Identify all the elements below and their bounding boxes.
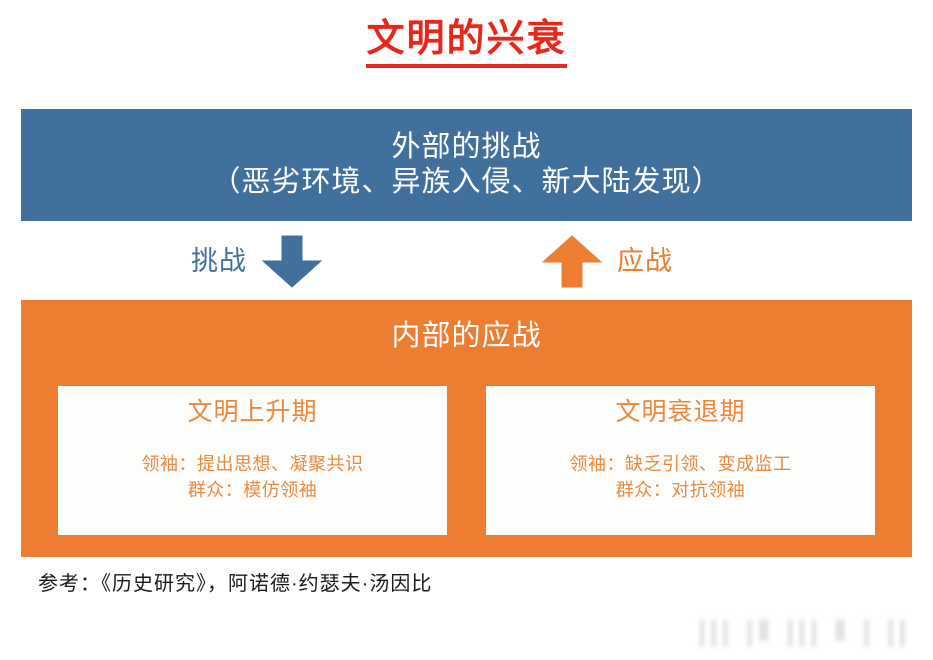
response-label: 应战: [617, 246, 673, 276]
challenge-label: 挑战: [191, 246, 247, 276]
phase-card-rise-leader-line: 领袖：提出思想、凝聚共识: [141, 453, 364, 474]
page-title-text: 文明的兴衰: [366, 20, 567, 68]
external-challenge-detail: （恶劣环境、异族入侵、新大陆发现）: [211, 166, 722, 198]
phase-card-decline-heading: 文明衰退期: [615, 398, 746, 426]
internal-response-panel: 内部的应战 文明上升期 领袖：提出思想、凝聚共识 群众：模仿领袖 文明衰退期 领…: [21, 300, 912, 557]
phase-card-rise: 文明上升期 领袖：提出思想、凝聚共识 群众：模仿领袖: [58, 386, 447, 535]
phase-card-row: 文明上升期 领袖：提出思想、凝聚共识 群众：模仿领袖 文明衰退期 领袖：缺乏引领…: [58, 386, 875, 535]
internal-response-title: 内部的应战: [391, 320, 542, 352]
response-flow-group: 应战: [541, 234, 673, 289]
phase-card-rise-heading: 文明上升期: [187, 398, 318, 426]
phase-card-decline-masses-line: 群众：对抗领袖: [615, 479, 746, 500]
reference-note: 参考：《历史研究》，阿诺德·约瑟夫·汤因比: [38, 573, 433, 595]
watermark: ||| |‖ ||| ‖ | || ▮: [698, 615, 923, 648]
arrow-down-icon: [261, 234, 323, 289]
phase-card-decline: 文明衰退期 领袖：缺乏引领、变成监工 群众：对抗领袖: [486, 386, 875, 535]
external-challenge-band: 外部的挑战 （恶劣环境、异族入侵、新大陆发现）: [21, 109, 912, 221]
phase-card-rise-masses-line: 群众：模仿领袖: [187, 479, 318, 500]
arrow-up-icon: [541, 234, 603, 289]
external-challenge-heading: 外部的挑战: [391, 130, 542, 163]
phase-card-decline-leader-line: 领袖：缺乏引领、变成监工: [569, 453, 792, 474]
challenge-flow-group: 挑战: [191, 234, 323, 289]
page-title: 文明的兴衰: [0, 20, 933, 68]
arrow-row: 挑战 应战: [21, 228, 912, 300]
